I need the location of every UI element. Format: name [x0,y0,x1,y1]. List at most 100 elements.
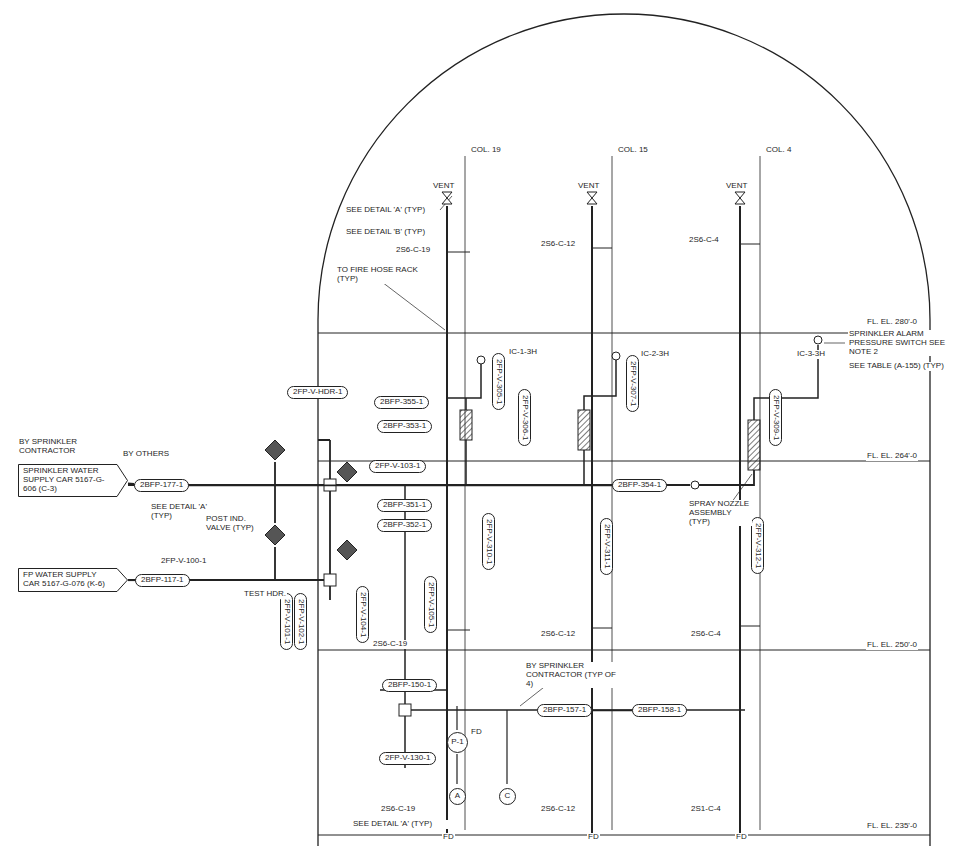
branch-pipe [447,244,760,630]
spray-header [460,410,472,440]
distribution-pipe [380,345,818,768]
tag-text: 2FP-V-307-1 [629,361,638,406]
pipe-connector [128,579,135,581]
drawing-label: BY SPRINKLER CONTRACTOR [18,438,115,456]
tag-text: 2BFP-351-1 [383,500,426,509]
alarm-valve [265,525,285,545]
drawing-label: VENT [725,182,748,191]
tag-text: 2FP-V-311-1 [603,524,612,569]
drawing-label: FD [587,833,600,842]
drawing-label: 2S1-C-4 [690,805,722,814]
pipe-tag: 2BFP-355-1 [374,396,429,409]
tag-text: A [455,792,460,801]
drawing-label: BY SPRINKLER CONTRACTOR (TYP OF 4) [525,662,617,688]
drawing-label: TEST HDR. [243,590,287,599]
flag-shape [19,569,128,592]
drawing-label: FD [442,833,455,842]
pipe-tag: 2BFP-354-1 [612,479,667,492]
tag-text: 2FP-V-130-1 [385,753,430,762]
drawing-label: IC-2-3H [640,350,670,359]
drawing-label: 2S6-C-4 [688,236,720,245]
drawing-label: 2FP-V-100-1 [160,557,207,566]
tag-text: 2BFP-158-1 [638,705,681,714]
drawing-label: POST IND. VALVE (TYP) [205,515,265,533]
drawing-label: 2S6-C-19 [372,640,408,649]
tag-text: 2BFP-150-1 [388,680,431,689]
tag-text: 2BFP-355-1 [380,397,423,406]
drawing-label: SPRAY NOZZLE ASSEMBLY (TYP) [688,500,752,526]
instrument-circle: P-1 [447,732,468,753]
pipe-tag: 2FP-V-104-1 [356,586,369,643]
drawing-label: BY OTHERS [122,450,170,459]
drawing-label: VENT [577,182,600,191]
drawing-label: COL. 4 [765,146,792,155]
pipe-tag: 2BFP-352-1 [377,519,432,532]
drawing-label: 2S6-C-19 [395,246,431,255]
pipe-tag: 2FP-V-307-1 [626,355,639,412]
tag-text: 2FP-V-310-1 [485,519,494,564]
tag-text: 2FP-V-312-1 [754,523,763,568]
drawing-label: 2S6-C-4 [690,630,722,639]
pipe-tag: 2BFP-157-1 [537,704,592,717]
pipe-tag: 2FP-V-311-1 [600,518,613,575]
flag-shape [19,465,128,497]
tag-text: 2FP-V-309-1 [772,395,781,440]
pipe-tag: 2FP-V-HDR-1 [287,386,348,399]
pipe-tag: 2FP-V-312-1 [751,517,764,574]
pipe-tag: 2FP-V-103-1 [369,460,426,473]
drawing-label: TO FIRE HOSE RACK (TYP) [336,266,438,284]
drawing-label: FL. EL. 264'-0 [866,452,918,461]
pipe-tag: 2FP-V-306-1 [518,389,531,446]
gauge-symbol [477,356,485,364]
drawing-label: FL. EL. 250'-0 [866,641,918,650]
drawing-label: SEE TABLE (A-155) (TYP) [848,362,954,371]
pipe-tag: 2FP-V-105-1 [424,576,437,633]
pipe-tag: 2BFP-351-1 [377,499,432,512]
pipe-connector [189,484,612,486]
drawing-label: 2S6-C-12 [540,805,576,814]
drawing-label: 2S6-C-19 [380,805,416,814]
supply-flag: FP WATER SUPPLY CAR 5167-G-076 (K-6) [18,568,128,592]
pipe-tag: 2FP-V-310-1 [482,513,495,570]
pipe-tag: 2BFP-117-1 [135,574,190,587]
drawing-label: SEE DETAIL 'B' (TYP) [345,228,439,237]
vent-valve [735,192,745,204]
tag-text: P-1 [451,738,463,747]
tag-text: 2BFP-353-1 [383,421,426,430]
pipe-tag: 2BFP-158-1 [632,704,687,717]
tag-text: 2FP-V-HDR-1 [293,387,342,396]
pipe-tag: 2BFP-150-1 [382,679,437,692]
vent-valve [442,192,452,204]
alarm-valve [265,440,285,460]
pipe-loop [691,481,699,489]
tag-text: 2BFP-354-1 [618,480,661,489]
tag-text: 2FP-V-105-1 [427,582,436,627]
spray-header [748,420,760,470]
tag-text: 2BFP-157-1 [543,705,586,714]
gauge-symbol [612,352,620,360]
drawing-label: FD [470,728,483,737]
drawing-label: FL. EL. 235'-0 [866,822,918,831]
tag-text: 2FP-V-102-1 [297,599,306,644]
pipe-tag: 2FP-V-130-1 [379,752,436,765]
drawing-label: SPRINKLER ALARM PRESSURE SWITCH SEE NOTE… [848,330,954,356]
tag-text: 2FP-V-103-1 [375,461,420,470]
pipe-tag: 2FP-V-101-1 [280,593,293,650]
pipe-tag: 2BFP-177-1 [134,479,189,492]
spray-header [578,410,590,450]
pipe-tag: 2FP-V-102-1 [294,593,307,650]
tag-text: 2FP-V-101-1 [283,599,292,644]
containment-outline [318,14,930,846]
floor-line [318,333,930,835]
instrument-circle: A [449,788,466,805]
alarm-valve [337,462,357,482]
tag-text: C [505,792,511,801]
drawing-label: 2S6-C-12 [540,240,576,249]
instrument-circle: C [499,788,516,805]
drawing-label: IC-3-3H [796,350,826,359]
supply-flag: SPRINKLER WATER SUPPLY CAR 5167-G-606 (C… [18,464,128,496]
leader-line [382,196,845,706]
tag-text: FP WATER SUPPLY CAR 5167-G-076 (K-6) [23,571,113,589]
junction-box [399,704,411,716]
